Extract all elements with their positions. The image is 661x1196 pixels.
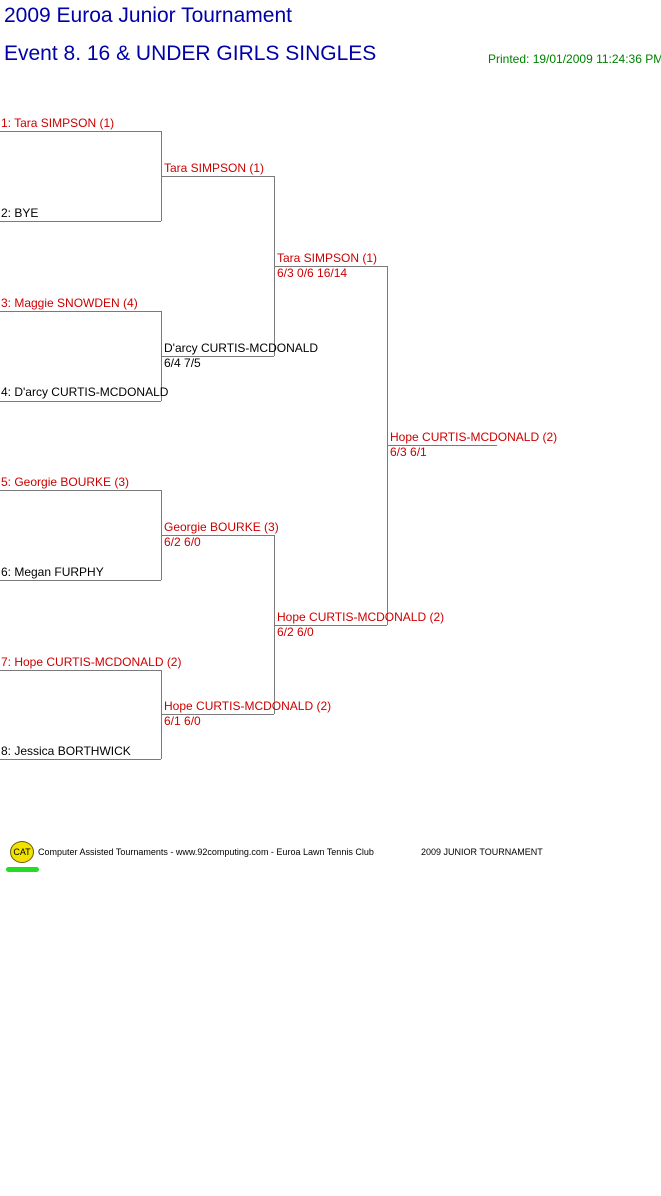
sf-match-2-winner: Hope CURTIS-MCDONALD (2) (277, 610, 445, 624)
sf-match-2-score: 6/2 6/0 (277, 625, 314, 639)
r1-slot-3: 3: Maggie SNOWDEN (4) (1, 296, 138, 310)
r1-slot-5: 5: Georgie BOURKE (3) (1, 475, 130, 489)
r2-match-2-winner: D'arcy CURTIS-MCDONALD (164, 341, 319, 355)
r1-slot-6: 6: Megan FURPHY (1, 565, 104, 579)
r1-slot-1: 1: Tara SIMPSON (1) (1, 116, 115, 130)
r1-slot-7: 7: Hope CURTIS-MCDONALD (2) (1, 655, 182, 669)
cat-logo-underline (6, 867, 39, 872)
r2-match-4-winner: Hope CURTIS-MCDONALD (2) (164, 699, 332, 713)
sf-match-1-score: 6/3 0/6 16/14 (277, 266, 348, 280)
footer-credits: Computer Assisted Tournaments - www.92co… (38, 847, 374, 857)
tournament-title: 2009 Euroa Junior Tournament (4, 4, 292, 27)
sf-match-1-winner: Tara SIMPSON (1) (277, 251, 378, 265)
r2-match-3-score: 6/2 6/0 (164, 535, 201, 549)
printed-timestamp: Printed: 19/01/2009 11:24:36 PM (488, 52, 661, 66)
footer-event: 2009 JUNIOR TOURNAMENT (421, 847, 543, 857)
event-title: Event 8. 16 & UNDER GIRLS SINGLES (4, 42, 377, 65)
cat-logo-icon: CAT (10, 841, 34, 863)
r2-match-1-winner: Tara SIMPSON (1) (164, 161, 265, 175)
r2-match-3-winner: Georgie BOURKE (3) (164, 520, 279, 534)
final-winner: Hope CURTIS-MCDONALD (2) (390, 430, 558, 444)
final-score: 6/3 6/1 (390, 445, 427, 459)
r1-slot-8: 8: Jessica BORTHWICK (1, 744, 131, 758)
r1-slot-2: 2: BYE (1, 206, 39, 220)
r2-match-2-score: 6/4 7/5 (164, 356, 201, 370)
r1-slot-4: 4: D'arcy CURTIS-MCDONALD (1, 385, 169, 399)
r2-match-4-score: 6/1 6/0 (164, 714, 201, 728)
